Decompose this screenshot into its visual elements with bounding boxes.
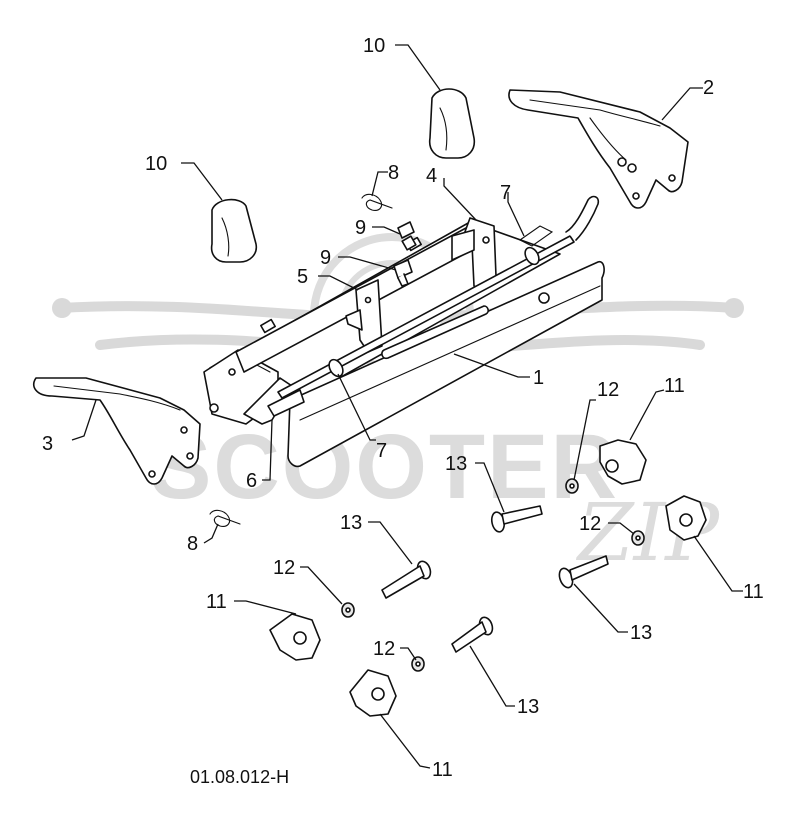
callout-12-bottom: 12 (373, 638, 395, 660)
callout-10-left: 10 (145, 153, 167, 175)
callout-3: 3 (42, 433, 53, 455)
star-knob-part-11-d (349, 669, 397, 717)
bolt-part-13-mid-left (381, 560, 432, 599)
callout-6: 6 (246, 470, 257, 492)
callout-11-left: 11 (206, 591, 227, 613)
callout-8-top: 8 (388, 162, 399, 184)
lever-part-3 (32, 377, 201, 485)
callout-7-bottom: 7 (376, 440, 387, 462)
callout-13-mid: 13 (340, 512, 362, 534)
watermark-brand: SCOOTER (150, 416, 619, 518)
bolt-part-9-upper (397, 221, 417, 251)
star-knob-part-11-c (269, 613, 321, 661)
callout-7-top: 7 (500, 182, 511, 204)
callout-9-upper: 9 (355, 217, 366, 239)
knob-part-10-left (210, 198, 258, 263)
callout-13-top: 13 (445, 453, 467, 475)
callout-5: 5 (297, 266, 308, 288)
arm-part-6 (243, 377, 305, 425)
knob-part-10-right (428, 88, 476, 159)
callout-12-left: 12 (273, 557, 295, 579)
bolt-part-13-upper (490, 505, 543, 533)
nut-part-12-a (565, 478, 579, 494)
lever-part-2 (508, 89, 689, 209)
shaft-rod (277, 195, 600, 399)
callout-13-right: 13 (630, 622, 652, 644)
callout-9-lower: 9 (320, 247, 331, 269)
callout-10-top: 10 (363, 35, 385, 57)
nut-part-12-d (411, 656, 425, 672)
callout-12-top: 12 (597, 379, 619, 401)
washer-part-7-lower (328, 358, 344, 378)
clip-part-8-upper (361, 193, 393, 211)
callout-12-right: 12 (579, 513, 601, 535)
callout-11-right: 11 (743, 581, 764, 603)
callout-11-top: 11 (664, 375, 685, 397)
nut-part-12-c (341, 602, 355, 618)
leader-lines (71, 44, 743, 769)
clip-part-8-lower (209, 509, 241, 527)
bolt-part-9-lower (393, 259, 413, 287)
callout-8-bottom: 8 (187, 533, 198, 555)
callout-1: 1 (533, 367, 544, 389)
callout-2: 2 (703, 77, 714, 99)
bolt-part-13-bottom (451, 616, 494, 653)
diagram-reference-code: 01.08.012-H (190, 767, 289, 787)
callout-11-bottom: 11 (432, 759, 453, 781)
star-knob-part-11-b (665, 495, 707, 541)
bolt-part-13-right (558, 555, 609, 589)
callout-13-bottom: 13 (517, 696, 539, 718)
washer-part-7-upper (524, 246, 540, 266)
callout-labels: 10 2 10 8 4 7 9 9 5 1 3 7 6 8 12 11 13 1… (42, 35, 764, 781)
bracket-part-5 (345, 279, 383, 353)
star-knob-part-11-a (599, 439, 647, 485)
callout-4: 4 (426, 165, 437, 187)
nut-part-12-b (631, 530, 645, 546)
